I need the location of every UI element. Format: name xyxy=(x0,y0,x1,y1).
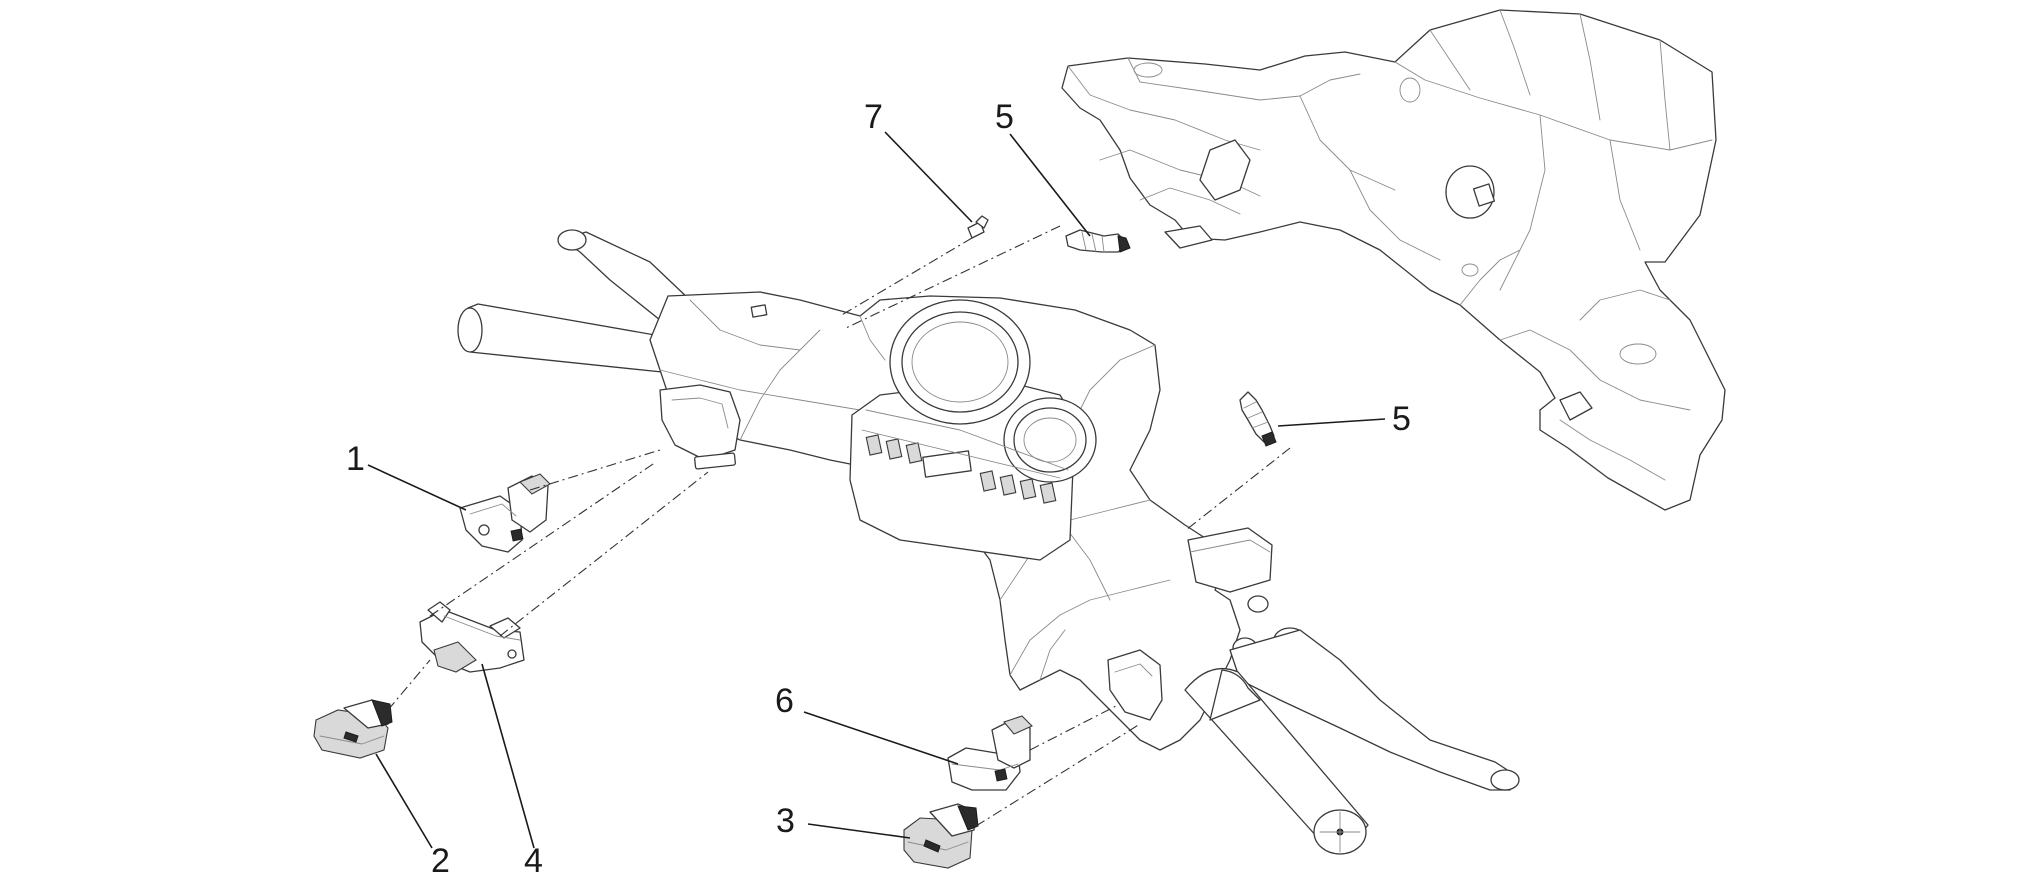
part-5-bulb-lower xyxy=(1239,391,1277,447)
callouts: 1 2 3 4 5 5 6 7 xyxy=(346,98,1411,879)
leader-lines xyxy=(367,131,1386,849)
callout-5-upper: 5 xyxy=(995,98,1014,136)
rear-handlebar-cover xyxy=(1061,9,1726,511)
part-4-switch xyxy=(419,601,525,673)
callout-7: 7 xyxy=(864,98,883,136)
front-handlebar-body xyxy=(457,229,1520,855)
part-3-switch xyxy=(903,803,979,869)
indicator-lights xyxy=(865,434,1057,504)
left-grip xyxy=(462,303,673,373)
part-2-horn-switch xyxy=(313,699,393,759)
part-5-bulb-upper xyxy=(1065,229,1131,253)
part-7-screw xyxy=(967,215,989,239)
callout-2: 2 xyxy=(431,842,450,879)
instrument-cluster xyxy=(849,299,1097,561)
callout-1: 1 xyxy=(346,440,365,478)
part-1-switch xyxy=(459,473,551,553)
right-grip xyxy=(1184,668,1369,855)
callout-4: 4 xyxy=(524,842,543,879)
callout-3: 3 xyxy=(776,802,795,840)
callout-6: 6 xyxy=(775,682,794,720)
part-6-switch xyxy=(947,715,1033,791)
assembly-lines xyxy=(387,225,1291,827)
callout-5-lower: 5 xyxy=(1392,400,1411,438)
